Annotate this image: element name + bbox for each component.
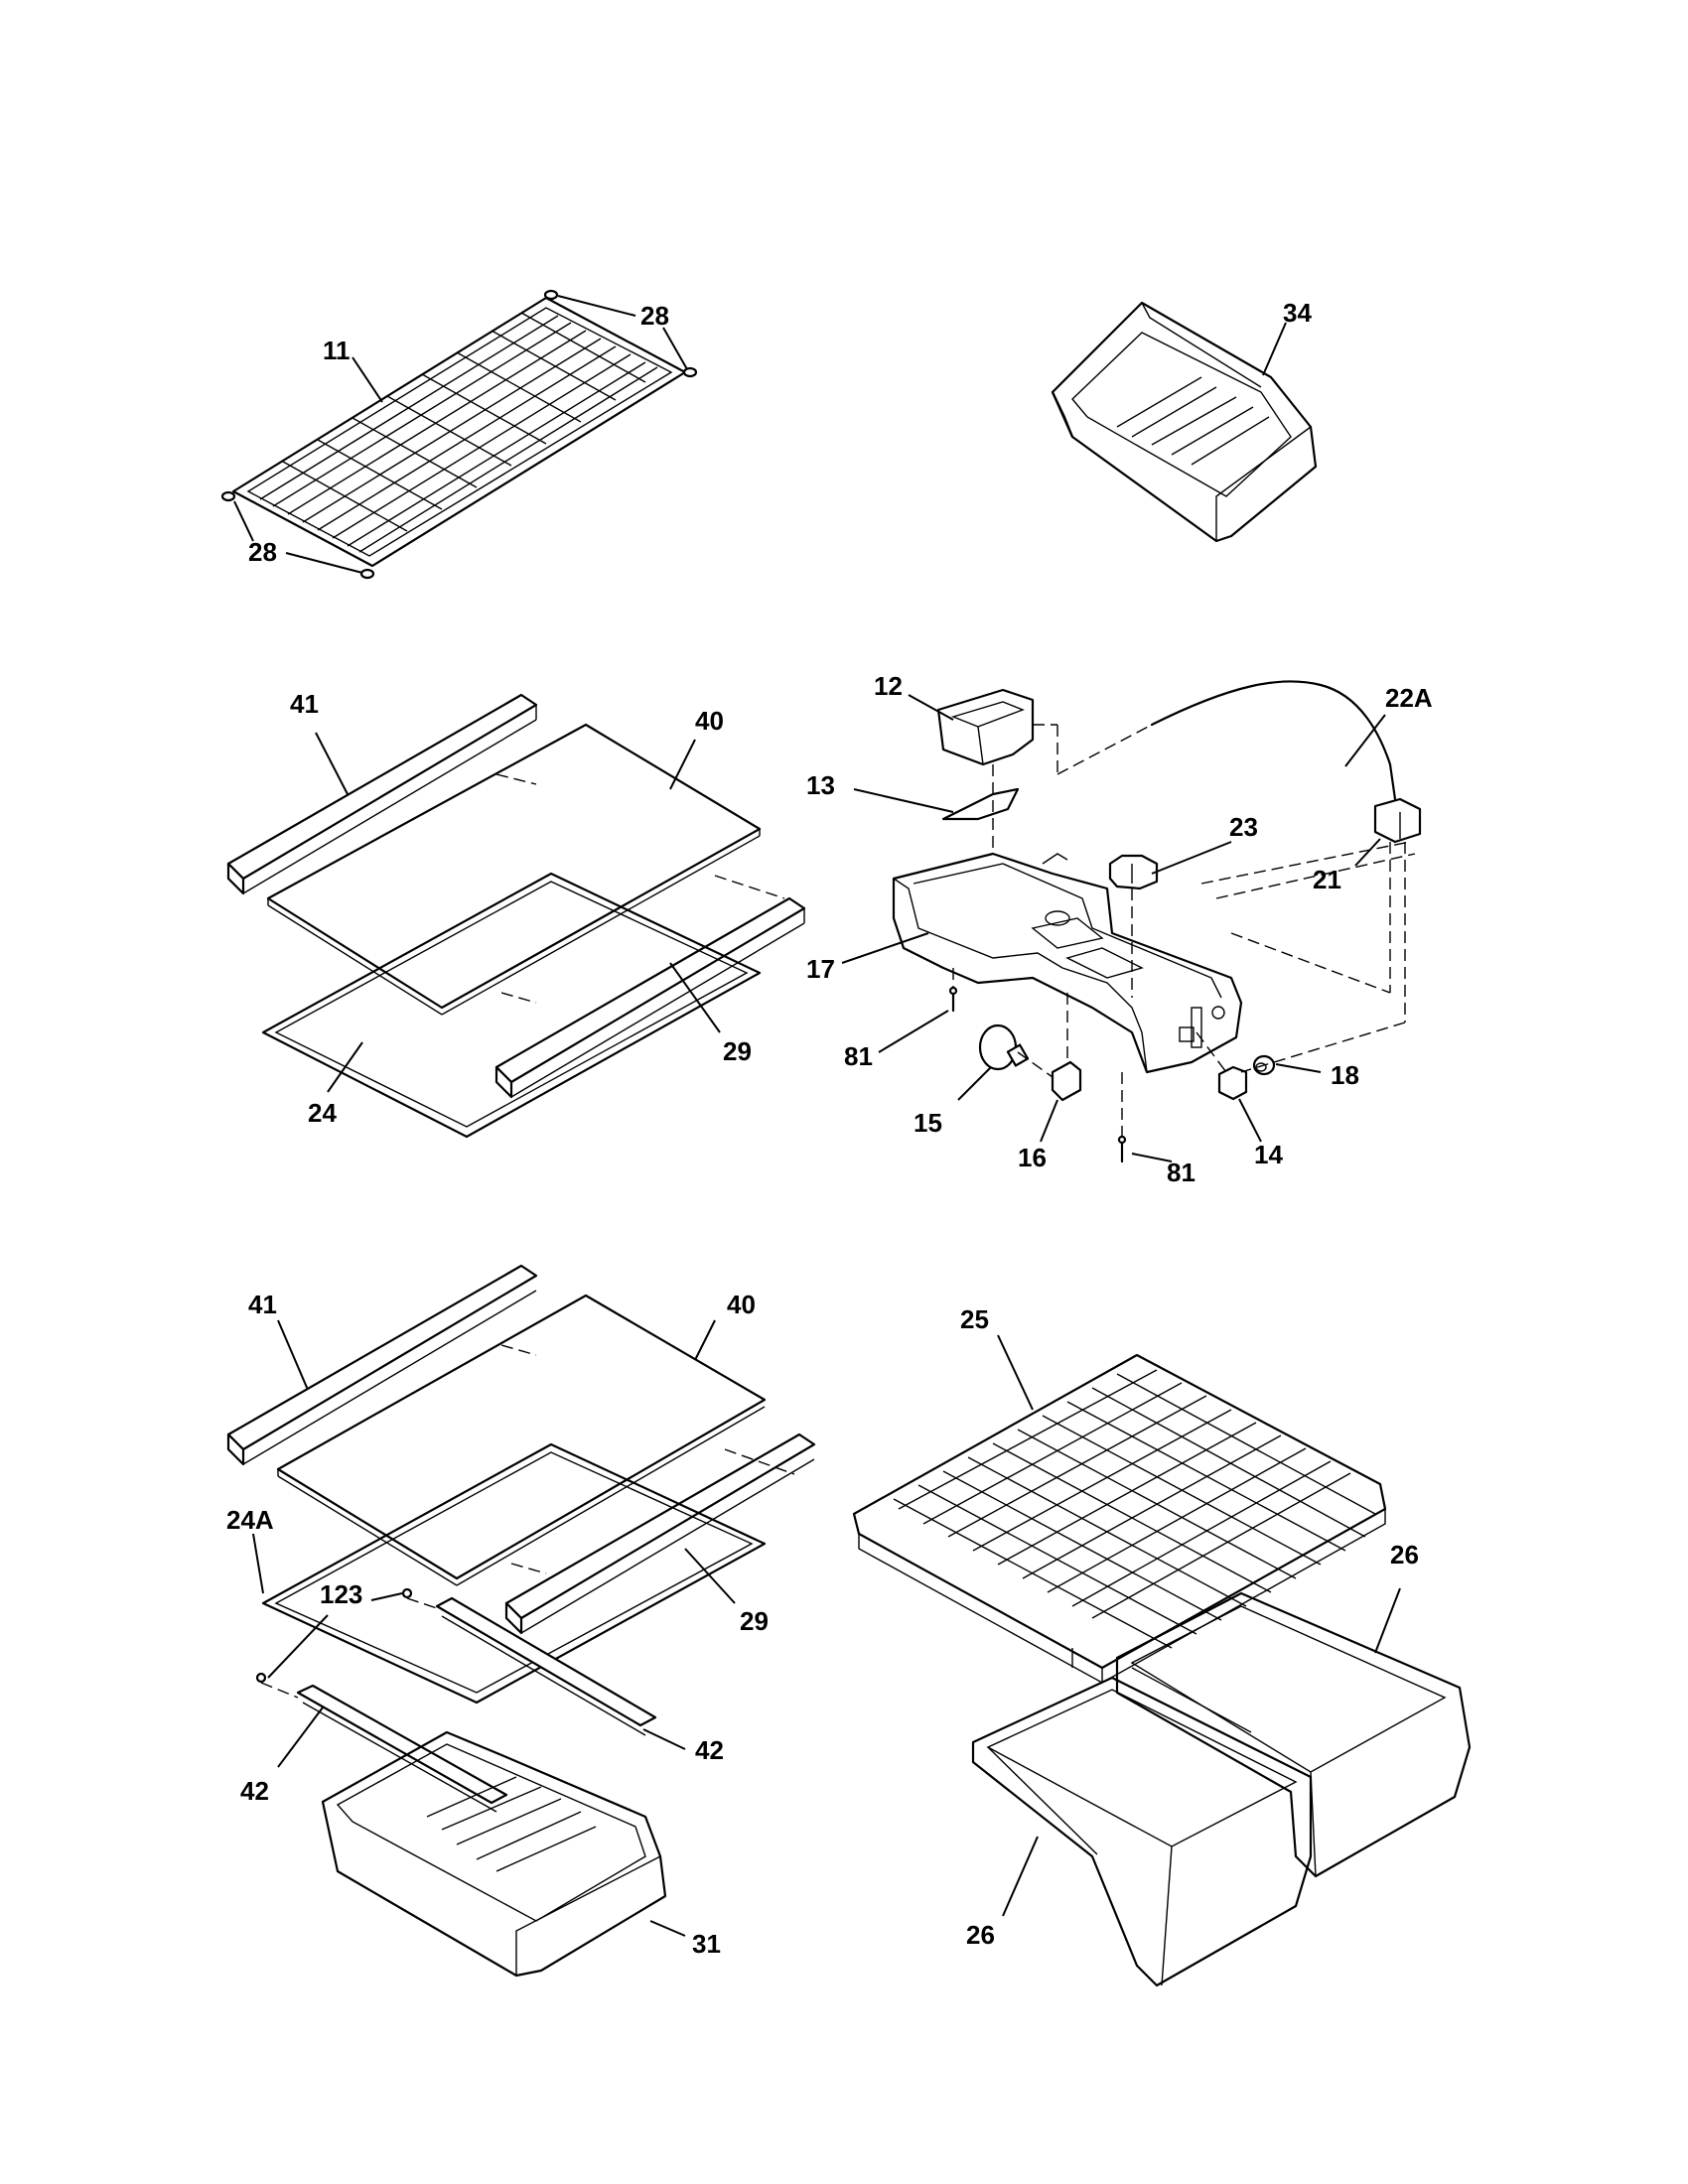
callout-21: 21 bbox=[1313, 865, 1341, 894]
callout-16: 16 bbox=[1018, 1143, 1047, 1172]
shelf-rail-part-29 bbox=[494, 896, 806, 1099]
callout-25: 25 bbox=[960, 1304, 989, 1334]
dashed-guides-shelf-2 bbox=[260, 1344, 795, 1699]
callout-40-top: 40 bbox=[695, 706, 724, 736]
switch-part-14 bbox=[1217, 1065, 1248, 1101]
leader-lines-shelf-2 bbox=[252, 1319, 736, 1937]
callout-26-left: 26 bbox=[966, 1920, 995, 1950]
callout-123: 123 bbox=[320, 1579, 362, 1609]
shelf-rail-part-29b bbox=[504, 1433, 816, 1635]
sensor-part-21 bbox=[1373, 797, 1422, 844]
callout-41-top: 41 bbox=[290, 689, 319, 719]
callout-17: 17 bbox=[806, 954, 835, 984]
light-shield-part-12 bbox=[936, 688, 1035, 766]
shelf-frame-part-24A bbox=[261, 1442, 767, 1705]
shelf-rail-part-41b bbox=[226, 1264, 538, 1466]
callout-13: 13 bbox=[806, 770, 835, 800]
slide-rail-part-42a bbox=[435, 1596, 657, 1736]
callout-14: 14 bbox=[1254, 1140, 1283, 1169]
callout-81-left: 81 bbox=[844, 1041, 873, 1071]
callout-41-bottom: 41 bbox=[248, 1290, 277, 1319]
leader-line-34 bbox=[1262, 322, 1287, 376]
leader-lines-26 bbox=[1002, 1587, 1401, 1917]
diffuser-part-13 bbox=[941, 787, 1020, 821]
glass-panel-part-40 bbox=[266, 723, 762, 1016]
leader-lines-housing bbox=[841, 694, 1386, 1162]
leader-line-25 bbox=[997, 1334, 1034, 1411]
callout-24A: 24A bbox=[226, 1505, 274, 1535]
crisper-cover-part-25 bbox=[852, 1353, 1387, 1684]
callout-29-bottom: 29 bbox=[740, 1606, 769, 1636]
control-part-23 bbox=[1108, 854, 1159, 890]
callout-81-right: 81 bbox=[1167, 1158, 1196, 1187]
leader-lines-shelf-1 bbox=[315, 732, 721, 1093]
drawer-part-31 bbox=[321, 1730, 667, 1978]
leader-lines-11-28 bbox=[233, 295, 688, 574]
glass-panel-part-40b bbox=[276, 1294, 767, 1586]
callout-28-top: 28 bbox=[640, 301, 669, 331]
callout-22A: 22A bbox=[1385, 683, 1433, 713]
callout-18: 18 bbox=[1331, 1060, 1359, 1090]
callout-labels: 11 28 28 34 41 40 29 24 12 22A 13 23 21 … bbox=[226, 298, 1433, 1959]
callout-15: 15 bbox=[914, 1108, 942, 1138]
callout-29-top: 29 bbox=[723, 1036, 752, 1066]
callout-31: 31 bbox=[692, 1929, 721, 1959]
screw-part-123 bbox=[255, 1587, 413, 1684]
shelf-frame-part-24 bbox=[261, 872, 762, 1139]
callout-26-right: 26 bbox=[1390, 1540, 1419, 1570]
cable-part-22A bbox=[1150, 680, 1397, 801]
socket-part-16 bbox=[1051, 1060, 1082, 1102]
slide-rail-part-42b bbox=[296, 1684, 508, 1813]
dashed-guides-housing bbox=[952, 724, 1416, 1137]
shelf-rail-part-41 bbox=[226, 693, 538, 895]
callout-42-left: 42 bbox=[240, 1776, 269, 1806]
screw-part-81a bbox=[948, 986, 958, 1013]
callout-11: 11 bbox=[323, 336, 351, 365]
bulb-part-15 bbox=[978, 1024, 1030, 1071]
dashed-guides-shelf-1 bbox=[495, 773, 785, 1004]
crisper-drawer-part-26b bbox=[971, 1676, 1313, 1987]
screw-part-81b bbox=[1117, 1135, 1127, 1163]
callout-23: 23 bbox=[1229, 812, 1258, 842]
callout-12: 12 bbox=[874, 671, 903, 701]
wire-shelf-part-11 bbox=[220, 289, 698, 580]
storage-bin-part-34 bbox=[1051, 301, 1318, 543]
callout-42-right: 42 bbox=[695, 1735, 724, 1765]
callout-34: 34 bbox=[1283, 298, 1312, 328]
crisper-drawer-part-26a bbox=[1115, 1591, 1472, 1878]
callout-28-bottom: 28 bbox=[248, 537, 277, 567]
callout-40-bottom: 40 bbox=[727, 1290, 756, 1319]
callout-24: 24 bbox=[308, 1098, 337, 1128]
housing-part-17 bbox=[892, 852, 1243, 1074]
